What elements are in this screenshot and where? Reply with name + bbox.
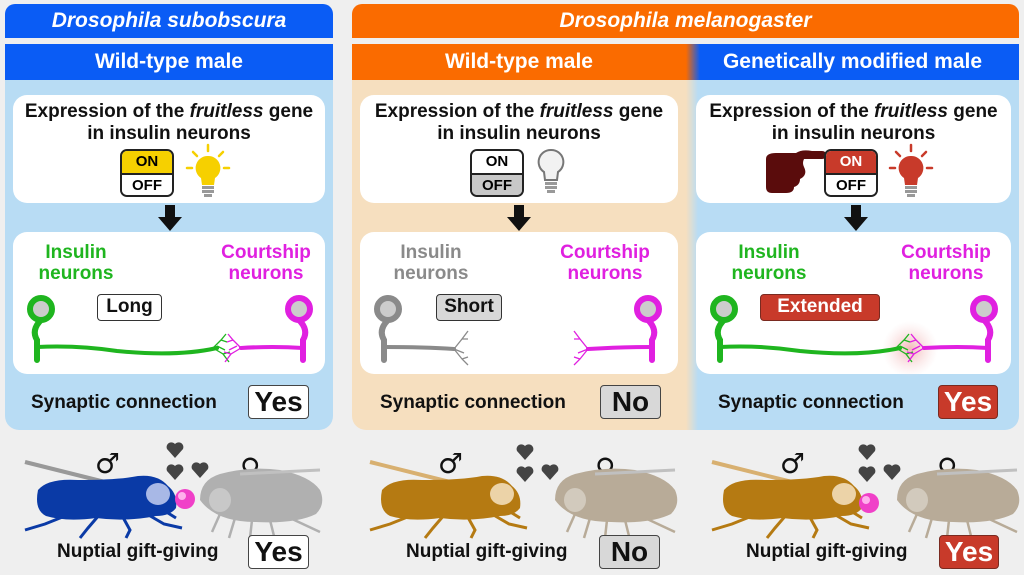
down-arrow-icon (158, 205, 182, 231)
expression-title: Expression of the fruitless gene in insu… (374, 101, 664, 144)
male-symbol-icon: ♂ (95, 447, 120, 480)
lightbulb-lit-icon (185, 143, 231, 197)
synaptic-connection-label: Synaptic connection (380, 392, 566, 413)
neuron-connection-diagram (27, 295, 313, 363)
expression-box: Expression of the fruitless gene in insu… (13, 95, 325, 203)
panel-subobscura: Expression of the fruitless gene in insu… (5, 80, 333, 430)
down-arrow-icon (844, 205, 868, 231)
switch-on-label: ON (122, 151, 172, 175)
insulin-neuron-short (374, 295, 456, 363)
gene-switch: ON OFF (824, 149, 878, 197)
female-fly-icon (555, 468, 678, 539)
neuron-connection-diagram (710, 295, 998, 377)
synaptic-connection-answer: Yes (938, 385, 998, 419)
insulin-dendrites (453, 330, 469, 366)
nuptial-gift-icon (175, 489, 195, 509)
synapse-branches (212, 333, 242, 363)
courtship-neuron (922, 295, 998, 363)
switch-off-label: OFF (122, 175, 172, 195)
nuptial-gift-answer: No (599, 535, 660, 569)
switch-on-label: ON (826, 151, 876, 175)
switch-off-label: OFF (826, 175, 876, 195)
panel-melanogaster-modified: Expression of the fruitless gene in insu… (686, 80, 1019, 430)
species-header-melanogaster: Drosophila melanogaster (352, 4, 1019, 38)
nuptial-gift-icon (859, 493, 879, 513)
fly-illustration-melanogaster-modified: ♂ ♀ (711, 444, 1020, 539)
hearts-icon (516, 444, 559, 482)
condition-header-genetically-modified: Genetically modified male (686, 44, 1019, 80)
male-fly-icon (24, 460, 183, 539)
hearts-icon (166, 442, 209, 480)
expression-box: Expression of the fruitless gene in insu… (696, 95, 1011, 203)
nuptial-gift-label: Nuptial gift-giving (746, 541, 908, 562)
lightbulb-lit-red-icon (888, 143, 934, 197)
expression-title: Expression of the fruitless gene in insu… (709, 101, 998, 144)
lightbulb-unlit-icon (537, 148, 565, 193)
species-header-subobscura: Drosophila subobscura (5, 4, 333, 38)
condition-header-wildtype-melanogaster: Wild-type male (352, 44, 686, 80)
male-symbol-icon: ♂ (780, 447, 805, 480)
male-symbol-icon: ♂ (438, 447, 463, 480)
axon-length-tag: Short (436, 294, 502, 321)
gene-switch: ON OFF (470, 149, 524, 197)
male-fly-icon (711, 460, 870, 539)
courtship-dendrites (573, 330, 589, 366)
fly-illustration-melanogaster-wildtype: ♂ ♀ (369, 444, 678, 539)
down-arrow-icon (507, 205, 531, 231)
synaptic-connection-label: Synaptic connection (31, 392, 217, 413)
female-fly-icon (897, 468, 1020, 539)
hearts-icon (858, 444, 901, 482)
expression-title: Expression of the fruitless gene in insu… (24, 101, 314, 144)
synapse-branches (895, 333, 925, 363)
synaptic-connection-label: Synaptic connection (718, 392, 904, 413)
insulin-neuron (27, 295, 219, 363)
panel-melanogaster-wildtype: Expression of the fruitless gene in insu… (352, 80, 686, 430)
nuptial-gift-label: Nuptial gift-giving (406, 541, 568, 562)
insulin-neuron (710, 295, 902, 363)
nuptial-gift-label: Nuptial gift-giving (57, 541, 219, 562)
condition-header-wildtype-subobscura: Wild-type male (5, 44, 333, 80)
axon-length-tag: Extended (760, 294, 880, 321)
male-fly-icon (369, 460, 528, 539)
courtship-neuron (239, 295, 313, 363)
fly-illustration-subobscura: ♂ ♀ (24, 442, 323, 539)
synapse-glow (882, 321, 938, 377)
axon-length-tag: Long (97, 294, 162, 321)
nuptial-gift-answer: Yes (248, 535, 309, 569)
pointing-hand-icon (766, 150, 826, 193)
female-fly-icon (200, 468, 323, 539)
switch-off-label: OFF (472, 175, 522, 195)
courtship-neuron (586, 295, 662, 363)
synaptic-connection-answer: No (600, 385, 661, 419)
neuron-connection-diagram (374, 295, 662, 366)
gene-switch: ON OFF (120, 149, 174, 197)
synaptic-connection-answer: Yes (248, 385, 309, 419)
switch-on-label: ON (472, 151, 522, 175)
expression-box: Expression of the fruitless gene in insu… (360, 95, 678, 203)
nuptial-gift-answer: Yes (939, 535, 999, 569)
